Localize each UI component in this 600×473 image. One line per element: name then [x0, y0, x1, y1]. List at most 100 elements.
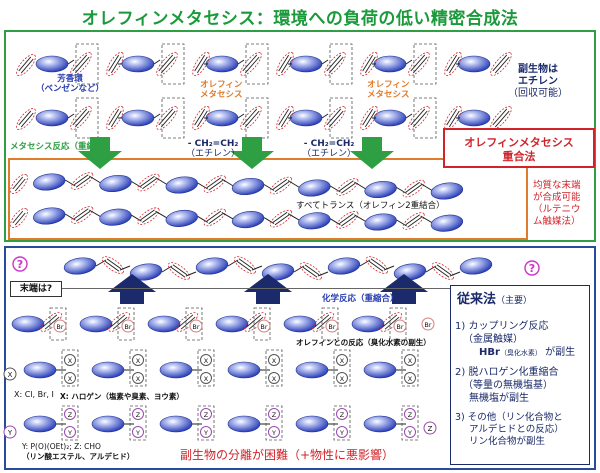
substituent-text: Y [203, 429, 208, 437]
aromatic-ring [459, 257, 493, 275]
label-metathesis-2: オレフィン メタセシス [367, 80, 410, 100]
conventional-item-1: 1) カップリング反応 （金属触媒） HBr（臭化水素） が副生 [455, 321, 576, 358]
bond [316, 316, 332, 330]
bond [18, 56, 32, 72]
bond [412, 110, 428, 128]
bond [74, 110, 90, 128]
double-bond-highlight [269, 209, 293, 228]
dashed-box [75, 97, 99, 139]
substituent-circle [53, 319, 67, 333]
bond [236, 260, 252, 272]
substituent-circle [3, 367, 17, 381]
double-bond-highlight [203, 175, 226, 193]
substituent-circle [421, 317, 435, 331]
bond [244, 56, 260, 74]
bond [221, 211, 235, 221]
substituent-circle [3, 425, 17, 439]
bond [410, 54, 426, 72]
substituent-text: Z [428, 425, 433, 433]
substituent-text: X [340, 357, 345, 365]
bond [208, 179, 223, 191]
aromatic-ring [430, 214, 464, 232]
substituent-text: Br [396, 323, 403, 331]
end-group-box: 末端は? [10, 281, 62, 297]
aromatic-ring [364, 213, 397, 231]
aromatic-ring [129, 263, 163, 281]
conventional-item-3: 3) その他（リン化合物と アルデヒドとの反応） リン化合物が副生 [455, 412, 564, 447]
label-aromatic: 芳香環 （ベンゼンなど） [36, 74, 105, 94]
substituent-text: Z [204, 411, 209, 419]
bond [339, 180, 354, 192]
aromatic-ring [298, 179, 331, 197]
double-bond-highlight [365, 256, 389, 274]
substituent-circle [200, 372, 212, 384]
bond [88, 209, 102, 218]
bond [383, 265, 395, 271]
substituent-circle [325, 319, 339, 333]
bond [407, 184, 422, 196]
bond [341, 182, 356, 194]
substituent-circle [132, 354, 144, 366]
bond [341, 215, 356, 227]
label-chemical-reaction: 化学反応（重縮合） [322, 294, 399, 304]
aromatic-ring [283, 315, 317, 333]
aromatic-ring [295, 415, 329, 433]
bond [280, 110, 292, 128]
dashed-box [333, 349, 351, 387]
substituent-text: Br [124, 323, 131, 331]
dashed-box [197, 349, 215, 387]
polymer-chains [10, 172, 464, 232]
double-bond-highlight [408, 52, 430, 76]
green-arrow [78, 137, 122, 169]
substituent-text: X [8, 371, 13, 379]
dashed-box [197, 405, 215, 441]
bond [242, 108, 258, 126]
aromatic-ring [99, 208, 132, 226]
bond [396, 187, 407, 194]
bond [436, 264, 452, 276]
aromatic-ring [159, 361, 193, 379]
bond [67, 113, 75, 119]
double-bond-highlight [240, 106, 262, 130]
bond [14, 212, 26, 226]
bond [362, 108, 374, 126]
bond [194, 54, 206, 72]
aromatic-ring [457, 55, 491, 73]
bond [158, 108, 174, 126]
bond [196, 110, 208, 128]
bond [227, 259, 239, 267]
double-bond-highlight [137, 207, 160, 225]
label-reaction: メタセシス反応（重縮合） [10, 142, 113, 152]
substituent-circle [189, 319, 203, 333]
substituent-text: X [408, 357, 413, 365]
bond [170, 266, 186, 278]
double-bond-highlight [240, 52, 262, 76]
bottom-caption: 副生物の分離が困難（+物性に悪影響） [180, 448, 395, 462]
bond [405, 181, 420, 193]
substituent-circle [404, 426, 416, 438]
bond [221, 178, 235, 187]
bond [368, 260, 384, 272]
double-bond-highlight [402, 212, 425, 230]
bond [354, 181, 367, 190]
double-bond-highlight [444, 105, 462, 131]
label-byproduct: 副生物は エチレン （回収可能） [508, 64, 568, 99]
substituent-circle [200, 426, 212, 438]
bond [246, 314, 262, 328]
double-bond-highlight [101, 256, 125, 274]
double-bond-highlight [192, 51, 210, 77]
dashed-box [401, 405, 419, 441]
bond [321, 59, 329, 65]
aromatic-ring [23, 361, 57, 379]
bond [208, 213, 223, 225]
bond [364, 56, 376, 74]
aromatic-ring [121, 55, 155, 73]
bond [155, 177, 169, 186]
substituent-text: Br [328, 323, 335, 331]
bond [384, 316, 400, 330]
substituent-circle [132, 408, 144, 420]
double-bond-highlight [156, 106, 178, 130]
bond [119, 265, 131, 271]
substituent-text: Y [67, 429, 72, 437]
